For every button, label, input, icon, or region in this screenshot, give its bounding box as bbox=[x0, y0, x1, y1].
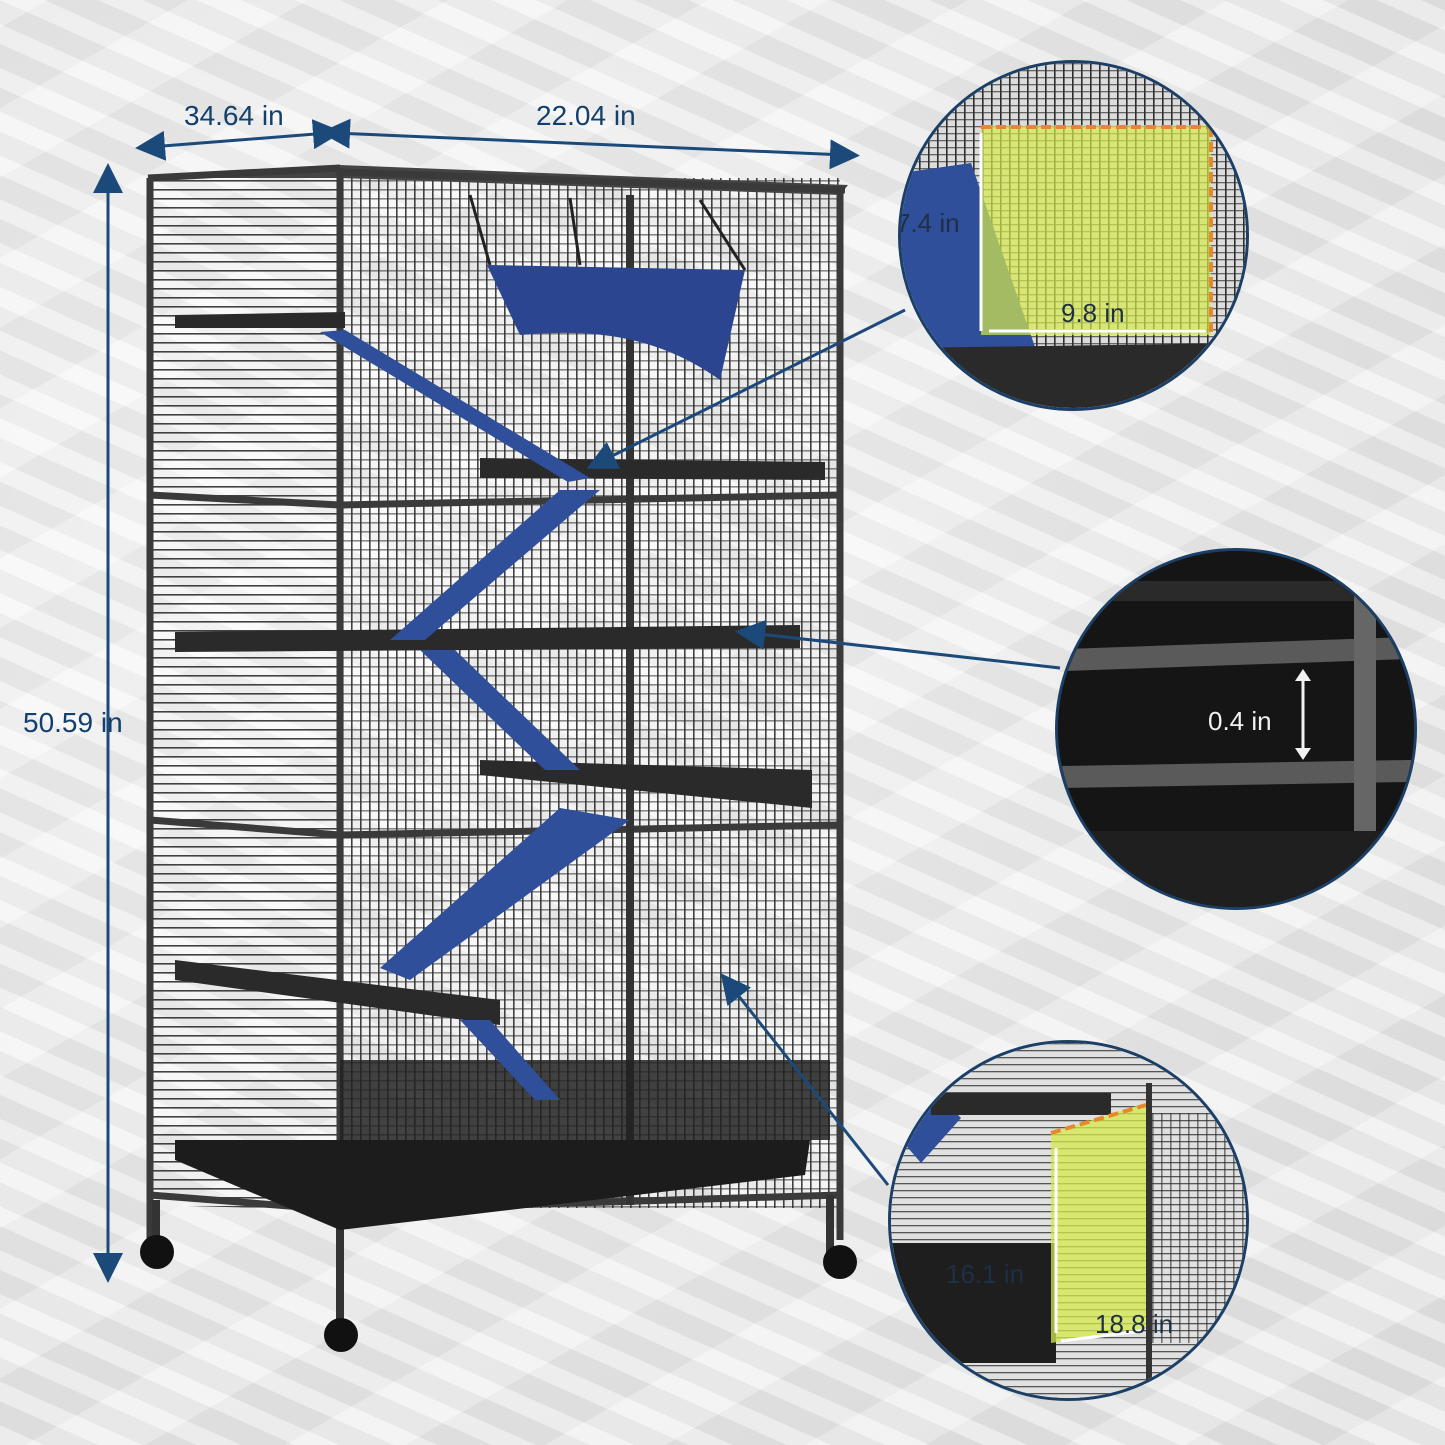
width-label: 22.04 in bbox=[536, 100, 636, 131]
detail-bar-spacing: 0.4 in bbox=[1055, 548, 1417, 910]
door-zoom bbox=[891, 1043, 1246, 1398]
depth-label: 34.64 in bbox=[184, 100, 284, 131]
bar-spacing-zoom bbox=[1058, 551, 1414, 907]
top-platform-zoom bbox=[901, 63, 1246, 408]
hammock bbox=[468, 194, 747, 380]
door-height-label: 16.1 in bbox=[946, 1259, 1025, 1289]
dimension-lines bbox=[93, 118, 1061, 1283]
height-label: 50.59 in bbox=[23, 707, 123, 738]
top-platform-height-label: 7.4 in bbox=[898, 208, 960, 238]
bar-spacing-label: 0.4 in bbox=[1208, 706, 1272, 736]
detail-top-platform: 7.4 in 9.8 in bbox=[898, 60, 1249, 411]
detail-door: 16.1 in 18.8 in bbox=[888, 1040, 1249, 1401]
cage bbox=[140, 164, 857, 1352]
top-platform-width-label: 9.8 in bbox=[1061, 298, 1125, 328]
door-width-label: 18.8 in bbox=[1095, 1309, 1174, 1339]
